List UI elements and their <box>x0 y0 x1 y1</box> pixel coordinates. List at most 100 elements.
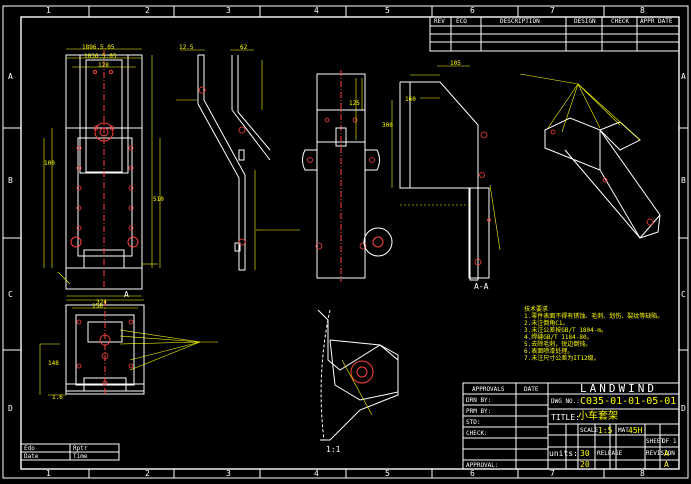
revision-block-grid <box>429 16 680 52</box>
col-number-bottom-1: 1 <box>46 469 51 478</box>
dim-148: 148 <box>48 360 59 367</box>
rev-header-design: DESIGN <box>574 18 596 25</box>
view-front-dimensions <box>43 48 161 297</box>
row-letter-D: D <box>8 404 13 413</box>
inner-frame <box>20 16 680 470</box>
tb-approval-label: APPROVAL: <box>466 462 499 469</box>
col-number-bottom-4: 4 <box>314 469 319 478</box>
col-number-bottom-5: 5 <box>385 469 390 478</box>
col-number-bottom-3: 3 <box>226 469 231 478</box>
tb-weight-a: 30 <box>580 449 590 458</box>
row-letter-C: C <box>8 290 13 299</box>
tb-sheet-label: SHEET <box>646 438 665 445</box>
tb-rev-a: A <box>664 449 669 458</box>
col-number-3: 3 <box>226 6 231 15</box>
tb-left-label-2: PRM BY: <box>466 408 492 415</box>
dim-324: 324 <box>96 299 107 306</box>
row-letter-right-B: B <box>681 176 686 185</box>
rev-header-rev: REV <box>434 18 445 25</box>
notes-line-4: 4.焊缝GB/T 1184-80。 <box>524 334 593 341</box>
tb-title: 小车套架 <box>578 411 618 422</box>
rev-header-description: DESCRIPTION <box>500 18 540 25</box>
tb-scale: 1:5 <box>598 426 613 435</box>
tb-units-label: units: <box>549 449 578 458</box>
tb-title-label: TITLE: <box>551 413 580 422</box>
dim-inner: 1036.5.05 <box>84 53 117 60</box>
view-isometric-holes <box>550 129 654 226</box>
dim-12-5: 12.5 <box>179 44 194 51</box>
notes-line-5: 5.去除毛刺，锐边倒钝。 <box>524 341 592 348</box>
sign-edo: Edo <box>24 445 35 452</box>
tb-company: LANDWIND <box>580 382 657 395</box>
notes-line-3: 3.未注公差按GB/T 1804-m。 <box>524 327 607 334</box>
col-number-bottom-6: 6 <box>470 469 475 478</box>
row-letter-right-A: A <box>681 72 686 81</box>
row-letter-B: B <box>8 176 13 185</box>
view-section-circle-inner <box>372 236 384 248</box>
view-isometric <box>519 73 661 239</box>
detail-scale-label: 1:1 <box>326 445 341 454</box>
dim-125: 125 <box>349 100 360 107</box>
notes-line-6: 6.表面喷漆处理。 <box>524 348 574 355</box>
zone-ticks <box>3 6 688 478</box>
col-number-6: 6 <box>470 6 475 15</box>
notes-heading: 技术要求 <box>524 306 549 313</box>
dim-300: 300 <box>382 122 393 129</box>
row-letter-A: A <box>8 72 13 81</box>
tb-dwg-label: DWG NO.: <box>551 398 580 405</box>
col-number-bottom-8: 8 <box>640 469 645 478</box>
dim-510: 510 <box>153 196 164 203</box>
tb-rev-label: REVISION <box>646 450 675 457</box>
dim-150: 150 <box>92 303 103 310</box>
outer-frame <box>2 5 689 479</box>
detail-marker-label: A <box>124 290 129 299</box>
tb-date: DATE <box>524 386 539 393</box>
title-block-grid <box>462 382 680 470</box>
dim-100: 100 <box>44 160 55 167</box>
dim-160: 160 <box>405 96 416 103</box>
view-front-plate <box>65 50 143 292</box>
tb-weight-b: 20 <box>580 460 590 469</box>
tb-left-label-1: DRN BY: <box>466 397 492 404</box>
tb-approvals: APPROVALS <box>472 386 505 393</box>
notes-line-1: 1.零件表面不得有锈蚀、毛刺、划伤、裂纹等缺陷。 <box>524 313 664 320</box>
col-number-bottom-2: 2 <box>145 469 150 478</box>
tb-sheet: OF 1 <box>662 438 677 445</box>
dim-top: 1896.5.05 <box>82 44 115 51</box>
notes-line-7: 7.未注尺寸公差为IT12级。 <box>524 355 600 362</box>
view-side-dimensions <box>176 49 300 270</box>
dim-62: 62 <box>240 44 248 51</box>
view-rear-dimensions <box>355 78 363 140</box>
rev-header-eco: ECO <box>456 18 467 25</box>
tb-rev-b: A <box>664 460 669 469</box>
view-section-dims <box>391 65 501 251</box>
dim-128: 128 <box>98 62 109 69</box>
tb-left-label-4: CHECK: <box>466 430 488 437</box>
view-side-markers <box>198 86 246 246</box>
tb-release-label: RELEASE <box>597 450 623 457</box>
dim-1-6: 1.6 <box>52 394 63 401</box>
view-section-circle <box>363 227 393 257</box>
view-detail-hole-inner <box>356 366 368 378</box>
rev-header-appr-date: APPR DATE <box>640 18 673 25</box>
tb-dwg-number: C035-01-01-05-01 <box>580 396 677 407</box>
sign-date: Date <box>24 453 39 460</box>
view-detail-weld <box>317 309 399 441</box>
col-number-5: 5 <box>385 6 390 15</box>
sign-rptr: Rptr <box>73 445 88 452</box>
view-rear-plate <box>302 70 380 282</box>
view-section-aa <box>399 81 490 281</box>
tb-scale-label: SCALE <box>580 427 599 434</box>
view-section-marks <box>474 131 491 266</box>
dim-105: 105 <box>450 60 461 67</box>
section-label: A-A <box>474 282 489 291</box>
row-letter-right-C: C <box>681 290 686 299</box>
notes-frame <box>519 301 613 373</box>
col-number-bottom-7: 7 <box>550 469 555 478</box>
sign-block-grid <box>20 443 120 461</box>
view-rear-holes <box>307 117 375 250</box>
col-number-4: 4 <box>314 6 319 15</box>
col-number-2: 2 <box>145 6 150 15</box>
tb-mat: 45H <box>628 426 643 435</box>
